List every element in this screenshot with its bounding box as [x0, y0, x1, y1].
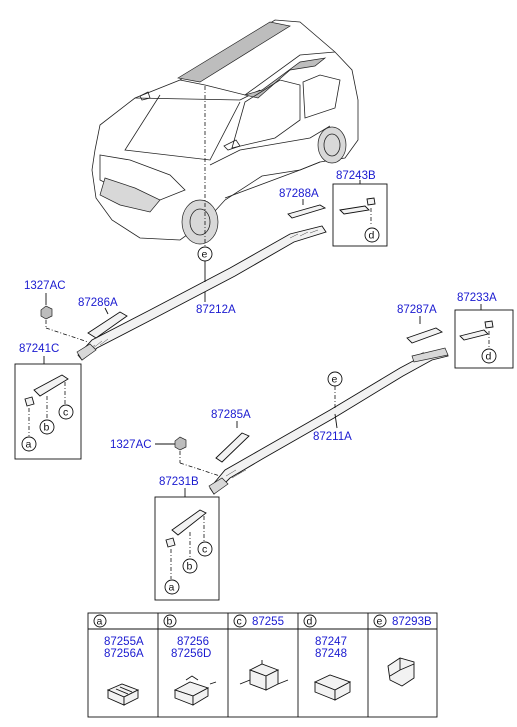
legend-b-part-1: 87256 [177, 636, 209, 648]
legend-header-87255: 87255 [252, 616, 284, 628]
callout-a-lower: a [169, 582, 175, 594]
nut-1327AC-top [40, 305, 53, 320]
legend-header-87293B: 87293B [392, 616, 432, 628]
end-cover-87285A [215, 432, 250, 463]
legend-letter-b: b [167, 616, 173, 628]
callout-c-lower: c [202, 544, 207, 556]
legend-letter-a: a [97, 616, 103, 628]
roof-rail-87211A [208, 347, 449, 495]
callout-b-upper: b [44, 422, 50, 434]
label-87243B: 87243B [336, 170, 376, 182]
label-87285A: 87285A [211, 409, 251, 421]
detail-box-87233A: d [454, 309, 514, 369]
label-87231B: 87231B [159, 476, 199, 488]
legend-part-d-sketch [313, 674, 352, 701]
clip-part [339, 205, 370, 215]
legend-d-part-1: 87247 [315, 636, 347, 648]
callout-a-upper: a [26, 439, 32, 451]
roof-rail-87212A [76, 225, 327, 361]
vehicle-illustration [91, 19, 359, 245]
legend-part-b-sketch [173, 675, 217, 706]
legend-part-e-sketch [387, 657, 415, 687]
detail-box-87231B: a b c [154, 496, 220, 601]
callout-d: d [369, 230, 375, 242]
end-cover-87287A [406, 327, 443, 344]
callout-d-right: d [486, 351, 492, 363]
callout-e-lower: e [332, 374, 338, 386]
legend-letter-c: c [237, 616, 242, 628]
cap-part [366, 197, 376, 206]
label-87286A: 87286A [78, 297, 118, 309]
end-cover-87286A [87, 311, 128, 339]
legend-letter-e: e [377, 616, 383, 628]
label-87233A: 87233A [457, 292, 497, 304]
detail-box-87241C: a b c [14, 363, 82, 460]
label-1327AC-top: 1327AC [24, 280, 66, 292]
legend-d-part-2: 87248 [315, 648, 347, 660]
label-87288A: 87288A [279, 188, 319, 200]
nut-1327AC-bottom [174, 436, 187, 451]
legend-letter-d: d [307, 616, 313, 628]
end-cover-87288A [287, 204, 327, 219]
legend-part-c-sketch [239, 660, 289, 691]
legend-a-part-1: 87255A [104, 636, 144, 648]
legend-part-a-sketch [106, 683, 140, 706]
legend-b-part-2: 87256D [171, 648, 211, 660]
label-87211A: 87211A [313, 431, 352, 443]
label-1327AC-bottom: 1327AC [110, 439, 152, 451]
label-87241C: 87241C [19, 343, 59, 355]
callout-circle-d [364, 227, 380, 243]
label-87212A: 87212A [196, 304, 236, 316]
label-87287A: 87287A [397, 304, 437, 316]
callout-c-upper: c [63, 407, 68, 419]
legend-table: a b c 87255 d e 87293B 87255A 87256A 872… [87, 612, 438, 718]
legend-a-part-2: 87256A [104, 648, 144, 660]
callout-e-upper: e [202, 249, 208, 261]
callout-b-lower: b [187, 561, 193, 573]
detail-box-87243B: d [332, 180, 388, 247]
